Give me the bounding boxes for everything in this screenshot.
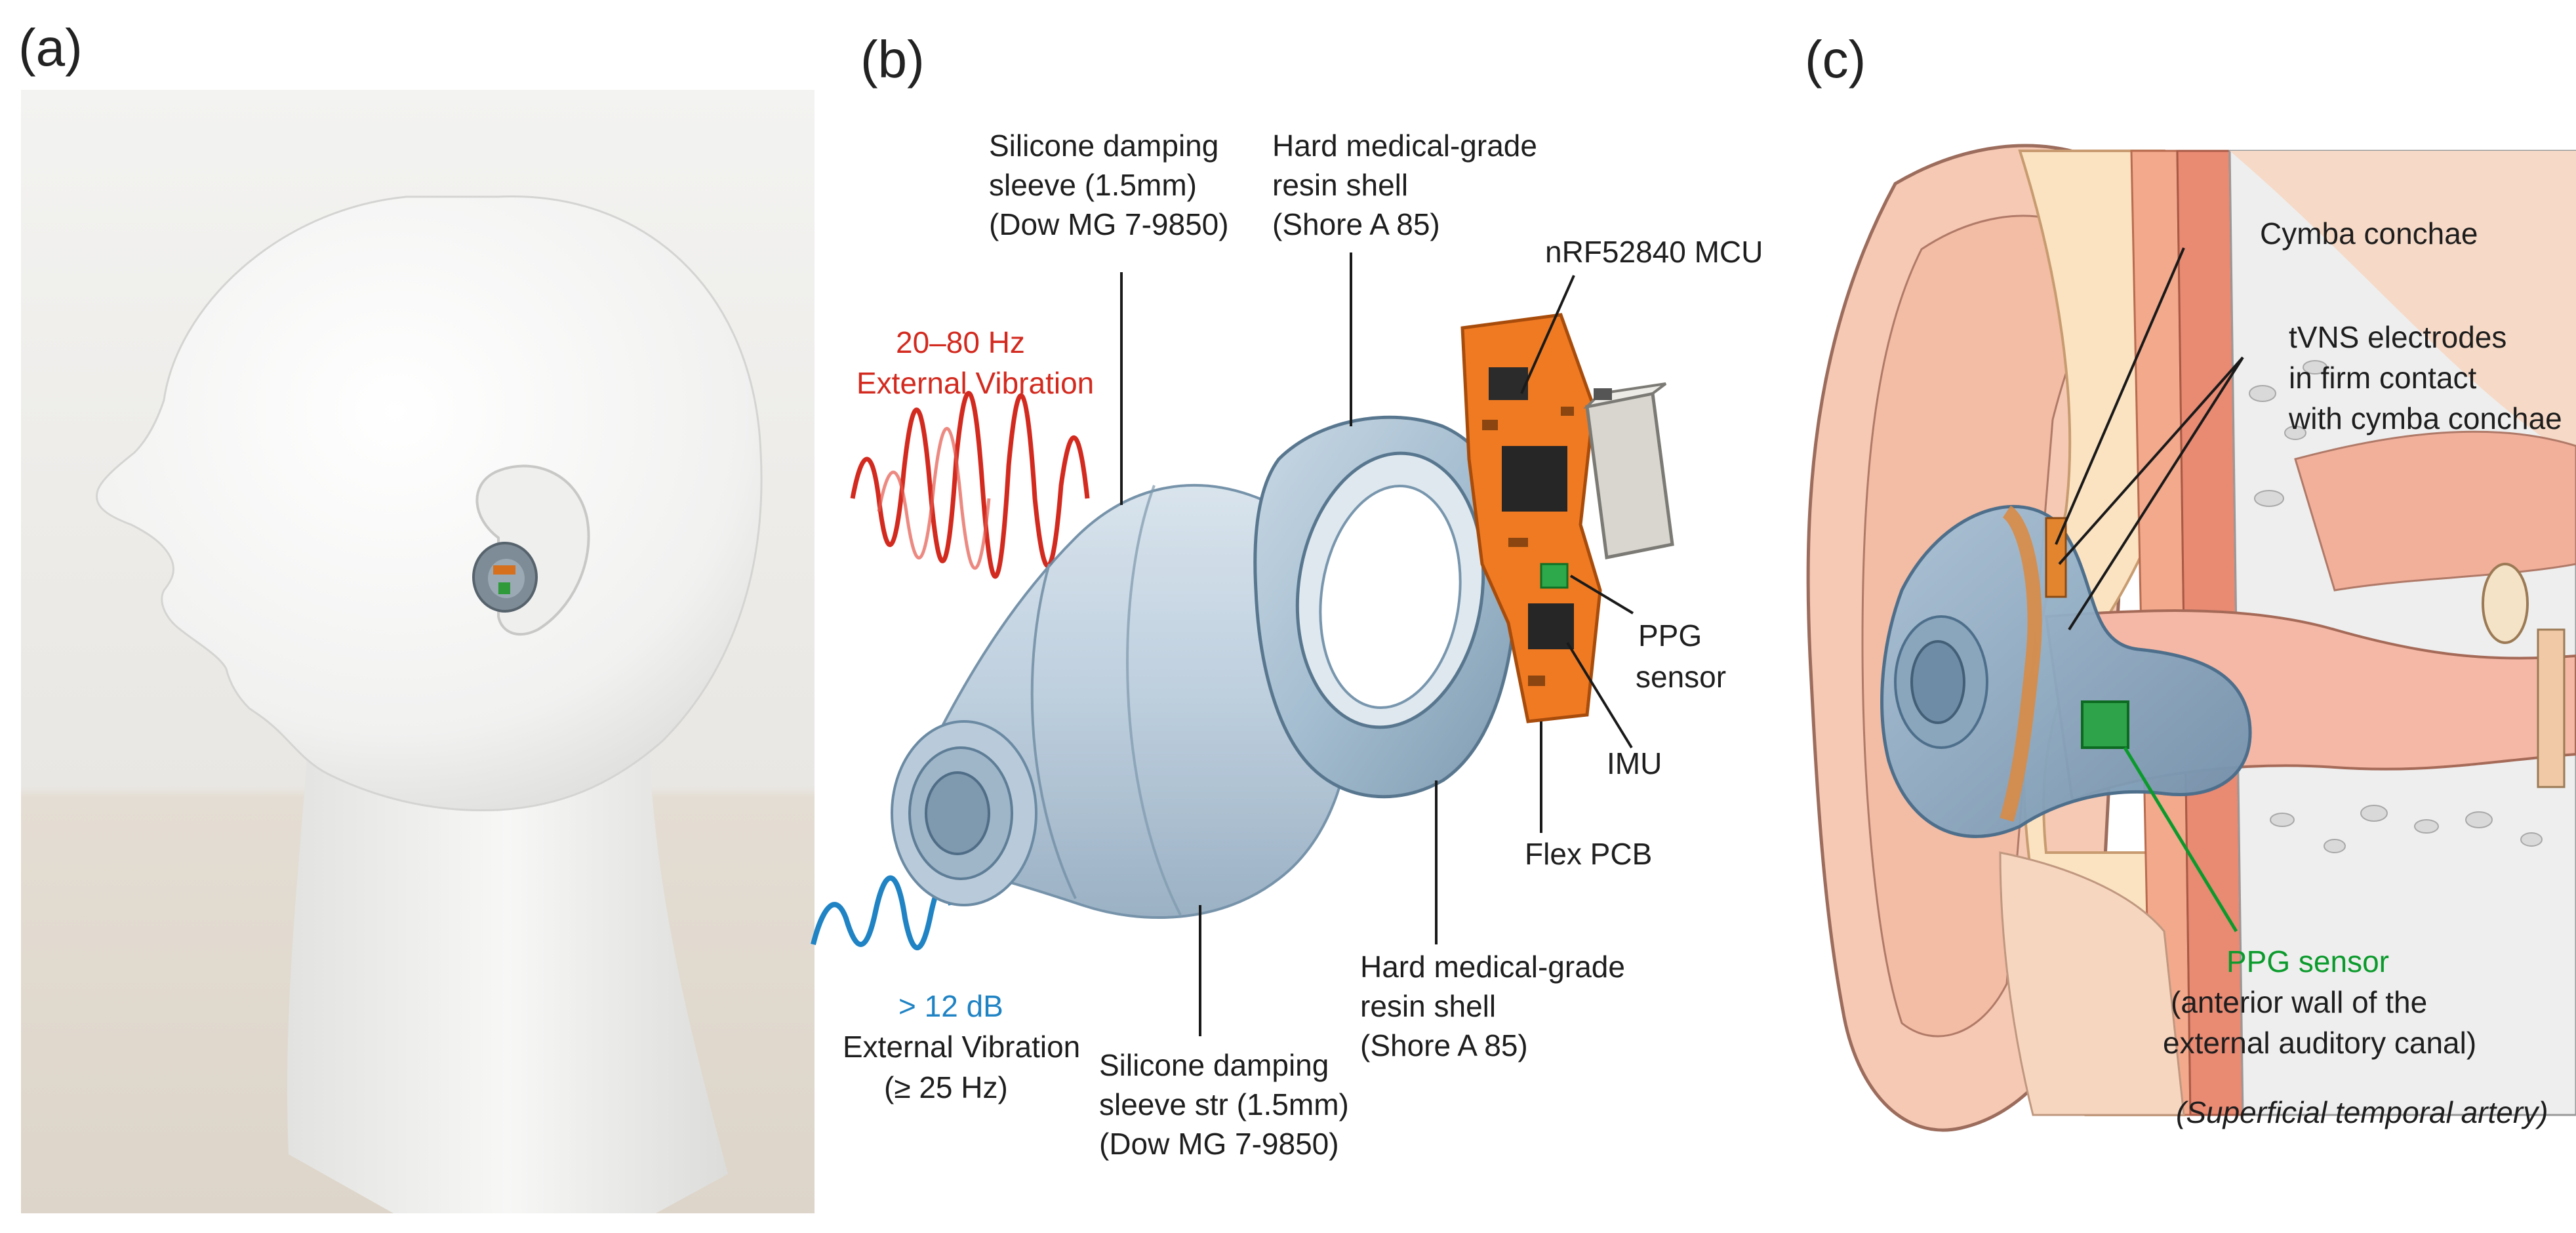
panel-a: (a): [18, 18, 815, 1213]
vibration-wave-red: [850, 391, 1090, 579]
label-shell-top: Hard medical-grade resin shell (Shore A …: [1272, 129, 1537, 241]
hard-resin-shell: [1253, 415, 1518, 799]
svg-text:(Shore A 85): (Shore A 85): [1360, 1028, 1528, 1062]
svg-text:(≥ 25 Hz): (≥ 25 Hz): [884, 1070, 1008, 1104]
battery: [1582, 382, 1674, 559]
label-ppg-sensor-desc: (anterior wall of the external auditory …: [2163, 985, 2476, 1060]
svg-text:resin shell: resin shell: [1272, 168, 1408, 202]
panel-a-label: (a): [18, 18, 83, 77]
label-imu: IMU: [1607, 746, 1662, 780]
panel-b-label: (b): [860, 30, 925, 89]
mcu-chip: [1502, 446, 1567, 512]
svg-text:tVNS electrodes: tVNS electrodes: [2289, 320, 2506, 354]
svg-text:sensor: sensor: [1636, 660, 1726, 694]
leader-ppg-sensor: [2123, 746, 2238, 933]
svg-text:external auditory canal): external auditory canal): [2163, 1026, 2476, 1060]
earbud-in-ear: [1880, 504, 2252, 838]
leader-tvns-2: [2068, 356, 2244, 631]
ppg-sensor-chip: [1540, 563, 1569, 589]
svg-text:in firm contact: in firm contact: [2289, 361, 2477, 395]
vibration-wave-blue: [811, 875, 954, 950]
imu-chip: [1528, 603, 1574, 649]
svg-text:with cymba conchae: with cymba conchae: [2288, 401, 2562, 435]
label-sleeve-top: Silicone damping sleeve (1.5mm) (Dow MG …: [989, 129, 1229, 241]
svg-text:(Dow MG 7-9850): (Dow MG 7-9850): [989, 207, 1229, 241]
svg-text:External Vibration: External Vibration: [856, 366, 1094, 400]
panel-b: (b): [811, 30, 1763, 1161]
leader-imu: [1566, 641, 1633, 749]
svg-text:External Vibration: External Vibration: [843, 1030, 1080, 1064]
silicone-damping-sleeve: [891, 484, 1354, 919]
leader-cymba: [2055, 247, 2185, 545]
label-tvns: tVNS electrodes in firm contact with cym…: [2288, 320, 2562, 435]
label-vibration-blue: External Vibration (≥ 25 Hz): [843, 1030, 1080, 1104]
svg-text:20–80 Hz: 20–80 Hz: [896, 325, 1025, 359]
flex-pcb: [1460, 313, 1602, 723]
label-ppg-sensor-title: PPG sensor: [2226, 944, 2389, 979]
mannequin-head-photo: [96, 195, 763, 1213]
svg-text:(Dow MG 7-9850): (Dow MG 7-9850): [1099, 1127, 1339, 1161]
svg-text:Silicone damping: Silicone damping: [1099, 1048, 1329, 1082]
label-vibration-red: 20–80 Hz External Vibration: [856, 325, 1094, 400]
svg-text:resin shell: resin shell: [1360, 989, 1496, 1023]
svg-text:Hard medical-grade: Hard medical-grade: [1360, 950, 1625, 984]
leader-ppg: [1569, 575, 1634, 615]
pcb-strip: [2000, 505, 2042, 822]
label-vibration-blue-value: > 12 dB: [898, 989, 1003, 1023]
label-ppg: PPG sensor: [1636, 618, 1726, 694]
label-sleeve-bottom: Silicone damping sleeve str (1.5mm) (Dow…: [1099, 1048, 1349, 1161]
svg-text:Hard medical-grade: Hard medical-grade: [1272, 129, 1537, 163]
svg-text:(anterior wall of the: (anterior wall of the: [2171, 985, 2427, 1019]
label-flex-pcb: Flex PCB: [1525, 837, 1652, 871]
label-mcu: nRF52840 MCU: [1545, 235, 1763, 269]
svg-text:sleeve str (1.5mm): sleeve str (1.5mm): [1099, 1087, 1349, 1122]
svg-text:Silicone damping: Silicone damping: [989, 129, 1218, 163]
label-artery: (Superficial temporal artery): [2176, 1095, 2548, 1129]
panel-c-label: (c): [1805, 30, 1866, 89]
ppg-sensor-in-ear: [2081, 700, 2129, 749]
panel-c: (c): [1805, 30, 2576, 1132]
label-cymba-conchae: Cymba conchae: [2260, 216, 2478, 251]
svg-text:sleeve (1.5mm): sleeve (1.5mm): [989, 168, 1197, 202]
label-shell-bottom: Hard medical-grade resin shell (Shore A …: [1360, 950, 1625, 1062]
leader-tvns-1: [2058, 356, 2244, 565]
svg-text:PPG: PPG: [1638, 618, 1702, 653]
svg-text:(Shore A 85): (Shore A 85): [1272, 207, 1440, 241]
leader-mcu: [1520, 275, 1575, 394]
